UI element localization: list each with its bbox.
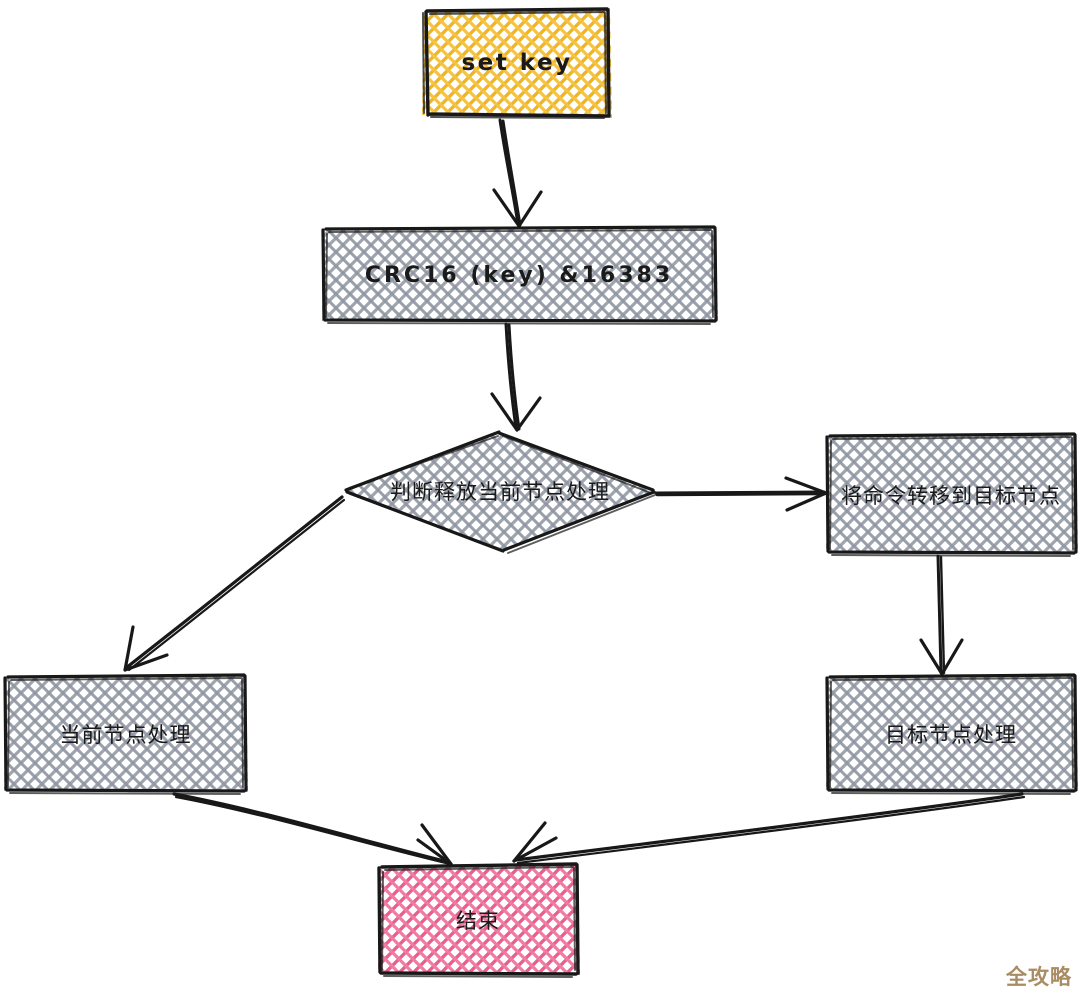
node-end[interactable] [377, 862, 580, 978]
node-forward-stroke [825, 432, 1078, 555]
node-forward-stroke2 [829, 436, 1074, 557]
node-target[interactable] [825, 673, 1078, 795]
node-end-fill [378, 863, 580, 975]
node-crc-stroke [321, 225, 718, 323]
node-current-stroke2 [7, 677, 244, 795]
node-target-stroke2 [829, 677, 1074, 795]
edge-crc-to-decision [490, 322, 542, 432]
node-decision-fill [346, 432, 654, 551]
edge-start-to-crc [492, 118, 543, 228]
node-start[interactable] [421, 7, 612, 120]
node-target-stroke [825, 673, 1078, 793]
node-crc-stroke2 [325, 229, 714, 325]
watermark-text: 全攻略 [1006, 965, 1072, 989]
node-crc-fill [322, 226, 718, 322]
node-start-stroke [424, 7, 611, 118]
node-current-stroke [3, 673, 248, 793]
node-crc[interactable] [321, 225, 718, 325]
node-forward[interactable] [825, 432, 1078, 557]
edge-target-to-end [512, 792, 1026, 865]
node-decision-stroke2 [348, 435, 656, 554]
edge-decision-to-forward [654, 476, 828, 512]
node-end-stroke [377, 862, 580, 976]
node-start-stroke2 [421, 10, 608, 120]
node-end-stroke2 [381, 866, 576, 978]
edge-forward-to-target [919, 554, 964, 676]
node-decision-stroke [344, 430, 656, 553]
node-current[interactable] [3, 673, 248, 795]
edge-decision-to-current [123, 495, 346, 672]
node-start-fill [422, 8, 612, 118]
node-forward-fill [826, 433, 1078, 554]
node-decision[interactable] [344, 430, 656, 554]
edge-current-to-end [172, 792, 453, 866]
node-target-fill [826, 674, 1078, 792]
node-current-fill [4, 674, 248, 792]
